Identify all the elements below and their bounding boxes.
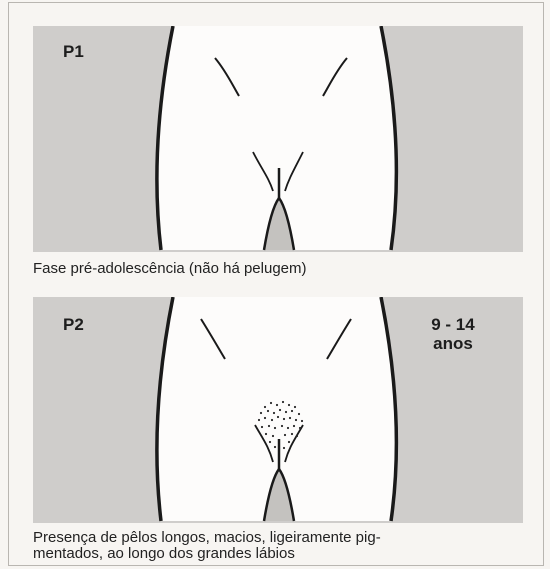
caption-p2-line1: Presença de pêlos longos, macios, ligeir… [33,530,381,545]
stage-label-p1: P1 [63,42,84,62]
stage-panel-p1: P1 [33,26,523,252]
age-range-p2: 9 - 14 anos [413,315,493,353]
caption-p2-line2: mentados, ao longo dos grandes lábios [33,546,295,561]
age-range-value: 9 - 14 [413,315,493,334]
stage-panel-p2: P2 9 - 14 anos [33,297,523,523]
age-range-unit: anos [413,334,493,353]
stage-illustration-p1 [33,26,523,252]
stage-label-p2: P2 [63,315,84,335]
caption-p1: Fase pré-adolescência (não há pelugem) [33,261,307,276]
